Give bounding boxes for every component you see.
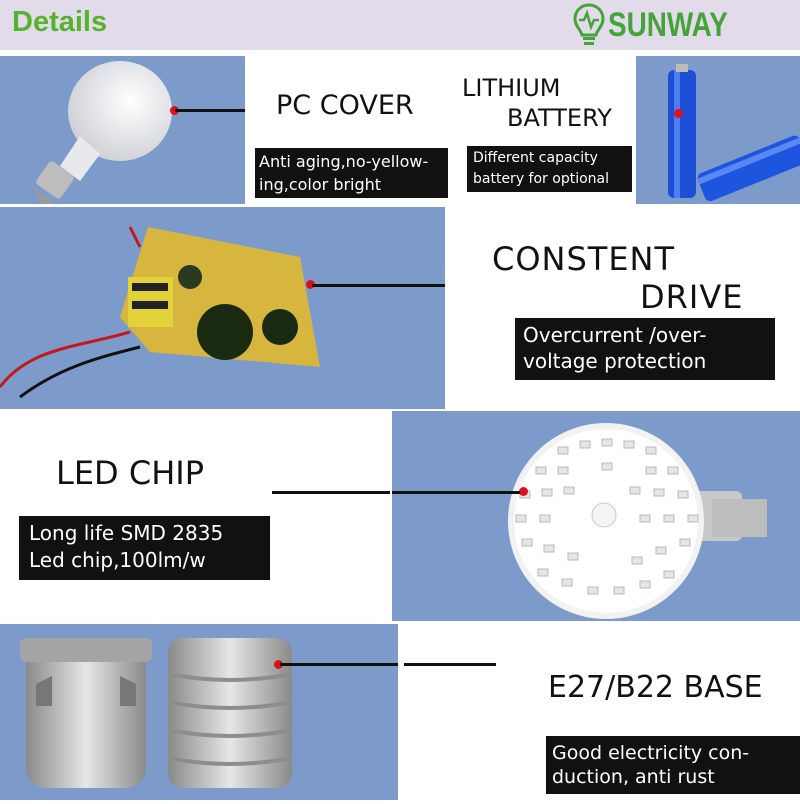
- circuit-board-icon: [0, 226, 320, 399]
- pc-cover-desc-text: Anti aging,no-yellow-ing,color bright: [259, 152, 429, 194]
- header-bar: [0, 0, 800, 50]
- pc-cover-title: PC COVER: [276, 90, 414, 121]
- brand-name: SUNWAY: [608, 6, 728, 44]
- battery-image-panel: [636, 56, 800, 204]
- drive-desc-line2: voltage protection: [523, 349, 707, 373]
- base-marker: [274, 660, 283, 669]
- led-chip-leader-line-left: [272, 491, 390, 494]
- drive-desc: Overcurrent /over- voltage protection: [515, 318, 775, 380]
- pc-cover-desc: Anti aging,no-yellow-ing,color bright: [255, 148, 448, 198]
- lamp-base-icon: [20, 638, 293, 788]
- page-title: Details: [12, 6, 108, 38]
- led-chip-title: LED CHIP: [56, 454, 204, 492]
- drive-desc-line1: Overcurrent /over-: [523, 323, 707, 347]
- led-board-icon: [508, 423, 767, 619]
- led-chip-desc-line1: Long life SMD 2835: [29, 521, 224, 545]
- battery-desc-line1: Different capacity: [473, 150, 598, 166]
- led-chip-marker: [519, 487, 528, 496]
- base-image-panel: [0, 624, 398, 800]
- pc-cover-marker: [170, 106, 179, 115]
- battery-desc: Different capacity battery for optional: [467, 146, 632, 192]
- battery-title-line2: BATTERY: [507, 104, 612, 132]
- drive-leader-line: [312, 284, 492, 287]
- led-chip-leader-line-right: [392, 491, 520, 494]
- base-title: E27/B22 BASE: [548, 670, 763, 705]
- led-chip-desc: Long life SMD 2835 Led chip,100lm/w: [19, 516, 270, 580]
- battery-icon: [668, 64, 800, 202]
- led-chip-desc-line2: Led chip,100lm/w: [29, 548, 206, 572]
- drive-image-panel: [0, 207, 445, 409]
- pc-cover-image-panel: [0, 56, 245, 204]
- base-desc-line2: duction, anti rust: [552, 766, 715, 788]
- base-leader-line-right: [404, 663, 496, 666]
- battery-desc-line2: battery for optional: [473, 171, 609, 187]
- led-chip-image-panel: [392, 411, 800, 621]
- bulb-icon: [32, 61, 172, 204]
- drive-title-line2: DRIVE: [640, 278, 744, 316]
- drive-marker: [306, 280, 315, 289]
- sunway-logo-icon: [572, 2, 606, 46]
- battery-title-line1: LITHIUM: [462, 74, 561, 102]
- pc-cover-leader-line: [175, 109, 247, 112]
- base-desc-line1: Good electricity con-: [552, 742, 750, 764]
- base-leader-line-left: [280, 663, 400, 666]
- drive-title-line1: CONSTENT: [492, 240, 676, 278]
- battery-marker: [674, 109, 683, 118]
- base-desc: Good electricity con- duction, anti rust: [546, 736, 800, 794]
